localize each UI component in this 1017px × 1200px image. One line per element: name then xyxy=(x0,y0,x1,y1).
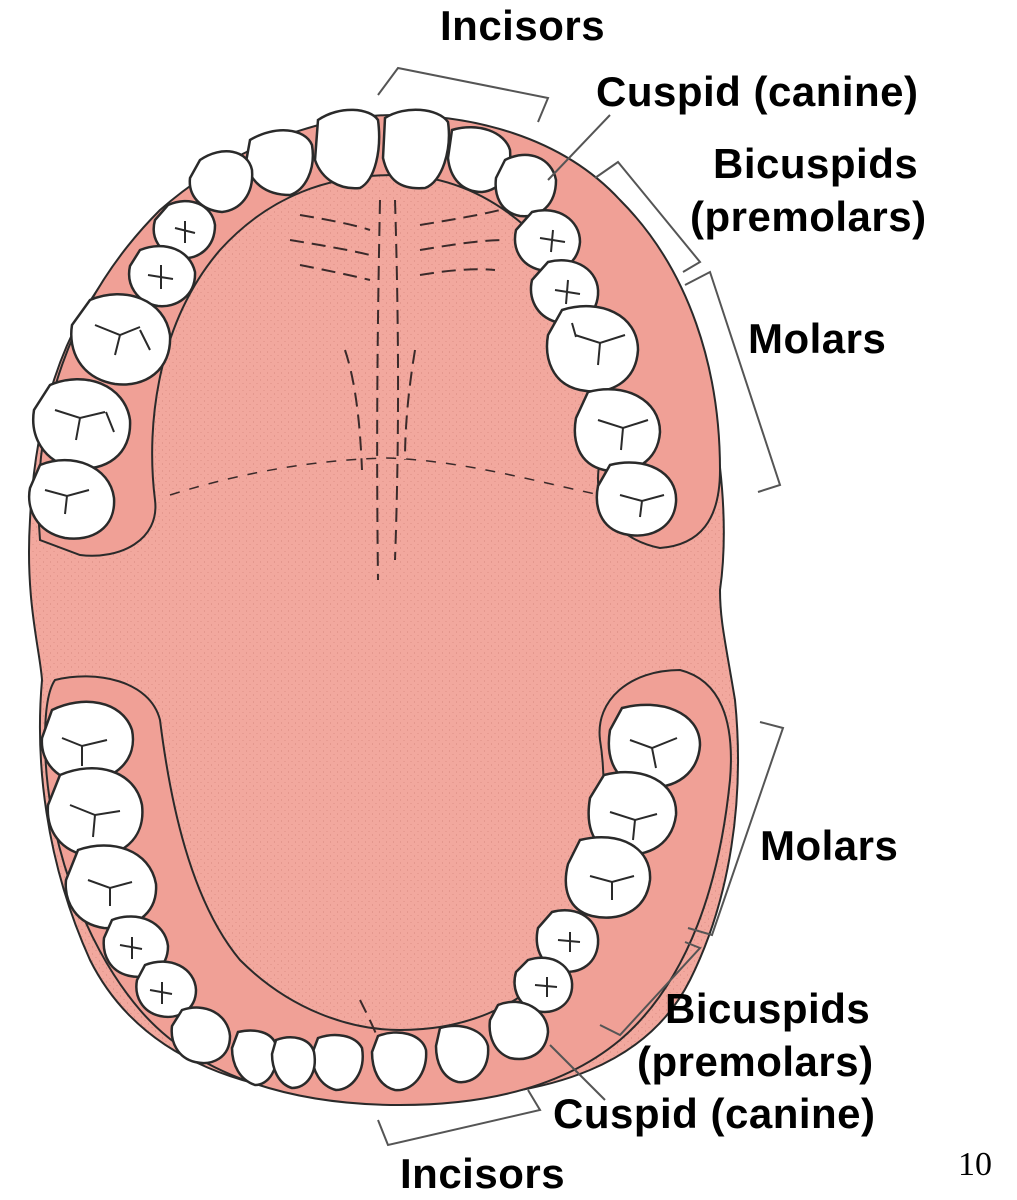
label-upper-cuspid: Cuspid (canine) xyxy=(596,68,919,116)
label-lower-bicuspids: Bicuspids xyxy=(665,985,870,1033)
label-lower-incisors: Incisors xyxy=(400,1150,565,1198)
label-upper-molars: Molars xyxy=(748,315,886,363)
label-upper-incisors: Incisors xyxy=(440,2,605,50)
label-upper-premolars: (premolars) xyxy=(690,193,927,241)
upper-molar-3-left xyxy=(29,460,114,538)
label-lower-cuspid: Cuspid (canine) xyxy=(553,1090,876,1138)
label-lower-premolars: (premolars) xyxy=(637,1038,874,1086)
lower-lateral-incisor-right xyxy=(436,1026,488,1082)
upper-molar-1-right xyxy=(547,306,638,391)
upper-central-incisor-left xyxy=(315,110,379,188)
label-upper-bicuspids: Bicuspids xyxy=(713,140,918,188)
lower-molar-2-left xyxy=(48,768,143,856)
upper-central-incisor-right xyxy=(383,110,449,189)
lower-molar-1-right xyxy=(566,837,650,917)
upper-molar-1-left xyxy=(71,294,170,384)
upper-cuspid-right xyxy=(496,155,556,216)
lower-cuspid-left xyxy=(172,1008,230,1063)
upper-molar-2-left xyxy=(33,379,130,468)
label-lower-molars: Molars xyxy=(760,822,898,870)
upper-molar-2-right xyxy=(575,389,660,471)
page-number: 10 xyxy=(958,1146,992,1184)
lower-cuspid-right xyxy=(490,1002,548,1059)
